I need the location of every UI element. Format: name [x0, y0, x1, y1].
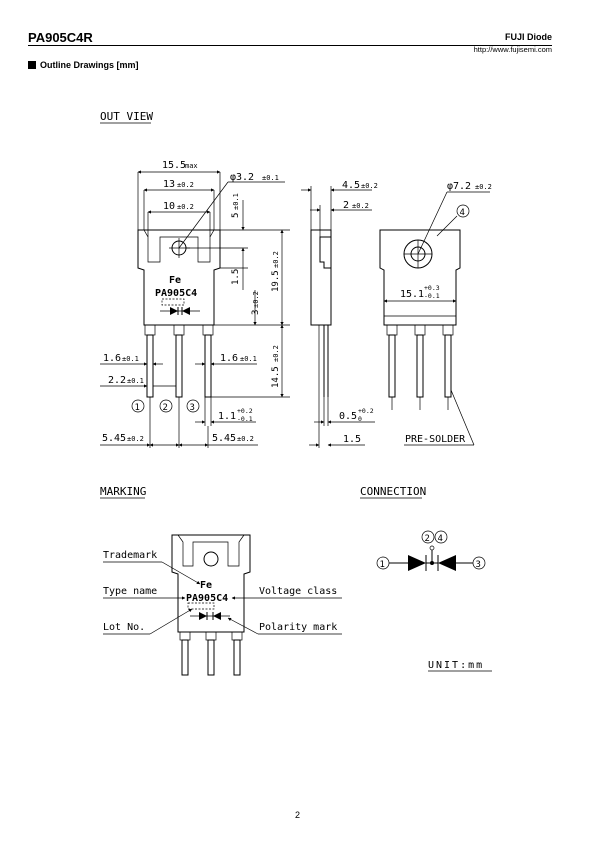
conn-pin-3-label: 3: [476, 560, 481, 570]
connection-diagram: 1 3 2 4: [376, 530, 486, 571]
dim-pitch-right: 5.45: [212, 433, 236, 444]
dim-pitch-left-tol: ±0.2: [127, 435, 144, 443]
dim-14-5: 14.5: [271, 366, 281, 388]
section-title: Outline Drawings [mm]: [40, 60, 139, 70]
conn-pin-2-label: 2: [425, 534, 430, 544]
pin-2-label: 2: [163, 403, 168, 413]
connection-title: CONNECTION: [360, 485, 426, 498]
conn-pin-4-label: 4: [438, 534, 443, 544]
dim-tab-10-tol: ±0.2: [177, 203, 194, 211]
marking-fe-logo: Fe: [200, 580, 212, 591]
marking-diode-symbol: [190, 612, 230, 620]
trademark-label: Trademark: [103, 550, 157, 561]
pre-solder-label: PRE-SOLDER: [405, 434, 466, 445]
dim-hole-dia: φ3.2: [230, 172, 254, 183]
dim-width-max-suffix: max: [185, 162, 198, 170]
brand-url[interactable]: http://www.fujisemi.com: [473, 45, 552, 54]
dim-3: 3: [251, 310, 261, 315]
header-rule: [28, 45, 552, 46]
polarity-mark-label: Polarity mark: [259, 622, 337, 633]
dim-pitch-left: 5.45: [102, 433, 126, 444]
dim-back-15-1: 15.1: [400, 289, 424, 300]
dim-lead-left-tol: ±0.1: [122, 355, 139, 363]
pin-4-label: 4: [460, 208, 465, 218]
conn-diode-2-icon: [438, 555, 456, 571]
dim-19-5: 19.5: [271, 270, 281, 292]
dim-side-0-5-tol-dn: 0: [358, 415, 362, 423]
pin-2-circle: [159, 399, 173, 413]
dim-lead-left: 1.6: [103, 353, 121, 364]
dim-lead-1-1: 1.1: [218, 411, 236, 422]
back-lead-1: [388, 334, 396, 398]
part-number-title: PA905C4R: [28, 30, 93, 45]
dim-back-15-1-tol-up: +0.3: [424, 284, 440, 292]
dim-side-2: 2: [343, 200, 349, 211]
pin-1-label: 1: [135, 403, 140, 413]
dim-lead-2-2: 2.2: [108, 375, 126, 386]
side-view-package: 4.5 ±0.2 2 ±0.2 0.5 +0.2 0 1.5: [301, 180, 378, 448]
unit-label: UNIT:mm: [428, 660, 484, 671]
dim-body-13-tol: ±0.2: [177, 181, 194, 189]
conn-pin-3-circle: [472, 556, 486, 570]
conn-pin-1-label: 1: [380, 560, 385, 570]
marking-mounting-hole: [203, 551, 219, 567]
dim-side-4-5-tol: ±0.2: [361, 182, 378, 190]
dim-3-tol: ±0.2: [252, 291, 260, 308]
dim-pitch-right-tol: ±0.2: [237, 435, 254, 443]
dim-lead-1-1-tol-dn: -0.1: [237, 415, 253, 423]
out-view-title: OUT VIEW: [100, 110, 153, 123]
dim-5: 5: [231, 213, 241, 218]
conn-pin-4-circle: [434, 530, 448, 544]
dim-lead-right-tol: ±0.1: [240, 355, 257, 363]
dim-side-0-5-tol-up: +0.2: [358, 407, 374, 415]
dim-side-2-tol: ±0.2: [352, 202, 369, 210]
fe-logo: Fe: [169, 275, 181, 286]
marking-title: MARKING: [100, 485, 146, 498]
dim-back-dia-tol: ±0.2: [475, 183, 492, 191]
conn-diode-1-icon: [408, 555, 426, 571]
back-view-package: 15.1 +0.3 -0.1 φ7.2 ±0.2 4 PRE-SOLDER: [379, 181, 492, 446]
front-body-label: PA905C4: [155, 288, 197, 299]
marking-body-label: PA905C4: [186, 593, 228, 604]
type-name-label: Type name: [103, 586, 157, 597]
dim-1-5: 1.5: [231, 269, 241, 285]
pin-3-circle: [186, 399, 200, 413]
conn-pin-2-circle: [421, 530, 435, 544]
dim-lead-2-2-tol: ±0.1: [127, 377, 144, 385]
voltage-class-label: Voltage class: [259, 586, 337, 597]
dim-hole-dia-tol: ±0.1: [262, 174, 279, 182]
front-lead-3: [204, 334, 212, 398]
front-view-package: Fe PA905C4: [137, 229, 221, 398]
brand-name: FUJI Diode: [504, 32, 552, 42]
dim-tab-10: 10: [163, 201, 175, 212]
dim-side-4-5: 4.5: [342, 180, 360, 191]
dim-14-5-tol: ±0.2: [272, 345, 280, 362]
dim-back-15-1-tol-dn: -0.1: [424, 292, 440, 300]
dim-back-dia: φ7.2: [447, 181, 471, 192]
front-diode-symbol: [160, 307, 200, 315]
front-lead-2: [175, 334, 183, 398]
dim-body-13: 13: [163, 179, 175, 190]
dim-side-1-5: 1.5: [343, 434, 361, 445]
pin-3-label: 3: [190, 403, 195, 413]
dim-side-0-5: 0.5: [339, 411, 357, 422]
section-heading: Outline Drawings [mm]: [28, 60, 139, 70]
section-bullet-icon: [28, 61, 36, 69]
back-lead-3: [444, 334, 452, 398]
front-lead-1: [146, 334, 154, 398]
pin-1-circle: [131, 399, 145, 413]
dim-5-tol: ±0.1: [232, 193, 240, 210]
pin-4-circle: [456, 204, 470, 218]
dim-19-5-tol: ±0.2: [272, 251, 280, 268]
front-dimensions: 15.5 max 13 ±0.2 10 ±0.2 φ3.2 ±0.1 5 ±0.…: [100, 160, 290, 448]
lot-no-label: Lot No.: [103, 622, 145, 633]
dim-width-max: 15.5: [162, 160, 186, 171]
marking-callouts: Trademark Type name Lot No. Voltage clas…: [103, 550, 342, 635]
page-number: 2: [294, 810, 300, 820]
back-lead-2: [416, 334, 424, 398]
dim-lead-1-1-tol-up: +0.2: [237, 407, 253, 415]
marking-package: Fe PA905C4: [171, 534, 251, 676]
dim-lead-right: 1.6: [220, 353, 238, 364]
